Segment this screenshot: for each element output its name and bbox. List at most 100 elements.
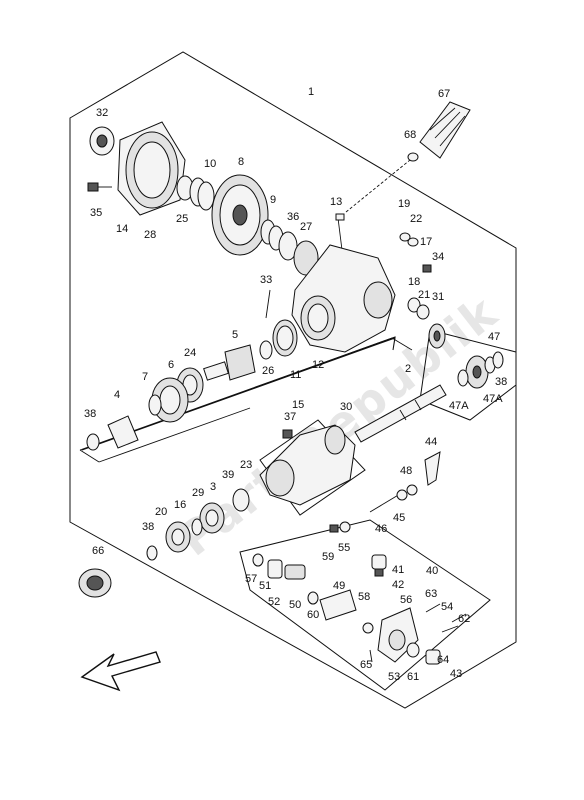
part-3-bearing [199,502,225,534]
part-65-bolt [369,649,373,663]
panel-shaft-lower [98,407,251,463]
callout-40: 40 [426,565,438,577]
part-14-bearing-housing [117,121,186,216]
callout-17: 17 [420,236,432,248]
callout-47: 47 [488,331,500,343]
part-54-62-63-pins [425,603,467,633]
callout-45: 45 [393,512,405,524]
callout-47Ab: 47A [483,393,503,405]
callout-15: 15 [292,399,304,411]
part-50-spring [284,564,306,580]
callout-10: 10 [204,158,216,170]
part-31-oil-seal [428,323,446,349]
callout-39: 39 [222,469,234,481]
callout-37: 37 [284,411,296,423]
callout-12: 12 [312,359,324,371]
callout-48: 48 [400,465,412,477]
part-58-washer [362,622,374,634]
part-35-bolt [87,182,112,192]
part-59-55-fasteners [329,521,351,533]
part-39-ring [232,488,250,512]
callout-9: 9 [270,194,276,206]
callout-38a: 38 [84,408,96,420]
callout-62: 62 [458,613,470,625]
callout-30: 30 [340,401,352,413]
callout-26: 26 [262,365,274,377]
callout-14: 14 [116,223,128,235]
part-45-48-washers [396,484,418,501]
callout-60: 60 [307,609,319,621]
callout-18: 18 [408,276,420,288]
callout-67: 67 [438,88,450,100]
panel-shaft-right [391,337,413,351]
callout-28: 28 [144,229,156,241]
callout-50: 50 [289,599,301,611]
part-33-stud [265,289,271,319]
callout-63: 63 [425,588,437,600]
callout-33: 33 [260,274,272,286]
part-8-ring-gear [211,174,269,256]
part-29-ring [191,518,203,536]
callout-38b: 38 [495,376,507,388]
callout-65: 65 [360,659,372,671]
outer-frame [69,51,517,709]
part-2-propeller-shaft [354,384,447,443]
part-46-rod [369,493,401,513]
callout-34: 34 [432,251,444,263]
callout-5: 5 [232,329,238,341]
callout-51: 51 [259,580,271,592]
part-40-switch [371,554,387,577]
callout-24: 24 [184,347,196,359]
part-57-washer [252,553,264,567]
callout-49: 49 [333,580,345,592]
part-26-spacer [259,340,273,360]
part-16-20-coupling [165,521,191,553]
part-49-shift-shaft [319,589,357,621]
part-68-clamp [407,152,419,162]
callout-43: 43 [450,668,462,680]
front-arrow-icon [80,651,161,692]
callout-32: 32 [96,107,108,119]
callout-8: 8 [238,156,244,168]
part-17-34-plug [422,264,432,273]
callout-52: 52 [268,596,280,608]
callout-46: 46 [375,523,387,535]
callout-6: 6 [168,359,174,371]
part-61-seal [406,642,420,658]
callout-59: 59 [322,551,334,563]
part-60-ring [307,591,319,605]
callout-1: 1 [308,86,314,98]
part-44-bracket [424,451,441,486]
part-37-bolt [282,429,293,439]
callout-7: 7 [142,371,148,383]
part-4-sleeve [107,415,139,449]
boot-leader-dashed [345,159,411,213]
callout-68: 68 [404,129,416,141]
callout-42: 42 [392,579,404,591]
part-12-gear-case [291,244,396,353]
callout-57: 57 [245,573,257,585]
callout-47Aa: 47A [449,400,469,412]
callout-36: 36 [287,211,299,223]
callout-54: 54 [441,601,453,613]
callout-2: 2 [405,363,411,375]
callout-3: 3 [210,481,216,493]
part-32-oil-seal [89,126,115,156]
part-38-snap-ring-left [86,433,100,451]
part-11-bearing [272,319,298,357]
part-19-22-washers [399,232,419,247]
callout-4: 4 [114,389,120,401]
callout-25: 25 [176,213,188,225]
callout-16: 16 [174,499,186,511]
part-18-21-seal [407,297,430,320]
callout-35: 35 [90,207,102,219]
part-51-52-collar [267,559,283,579]
callout-19: 19 [398,198,410,210]
part-38-snap-ring-right [492,351,504,369]
callout-56: 56 [400,594,412,606]
part-47A-washer-left [457,369,469,387]
part-15-23-housing [259,424,356,506]
part-67-rubber-boot [419,101,471,159]
callout-41: 41 [392,564,404,576]
